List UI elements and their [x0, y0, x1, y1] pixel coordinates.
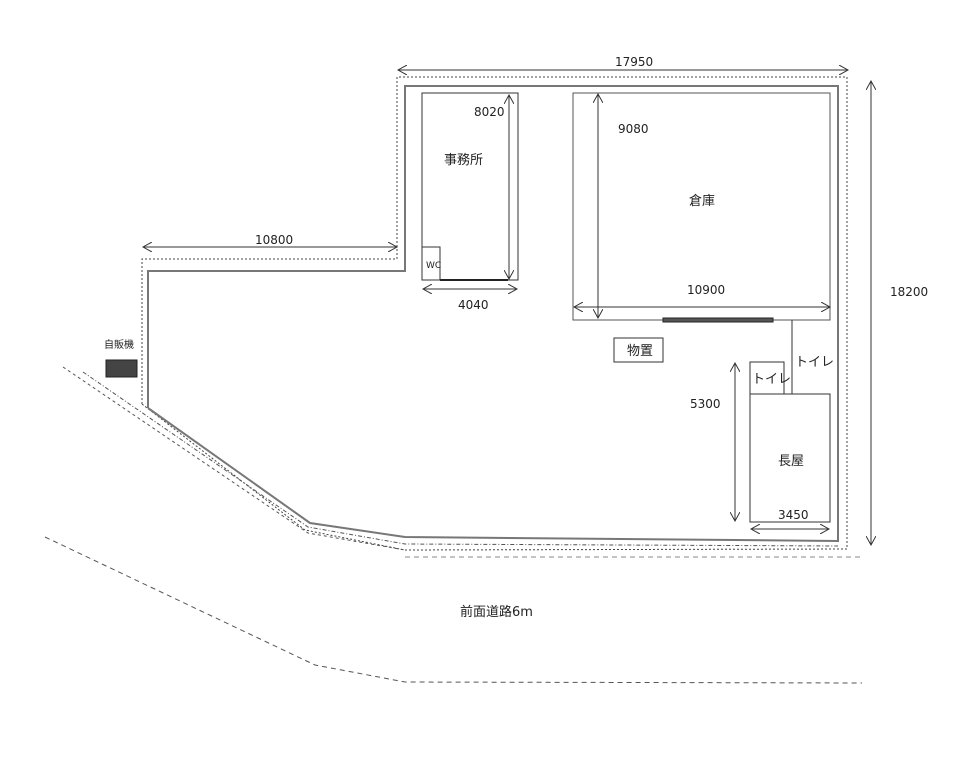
- total-depth-label: 18200: [890, 285, 928, 299]
- warehouse-depth-label: 9080: [618, 122, 649, 136]
- vending-machine-label: 自販機: [104, 338, 134, 351]
- office-wc: [421, 246, 441, 281]
- nagaya-label: 長屋: [778, 454, 804, 469]
- total-width-label: 17950: [615, 55, 653, 69]
- toilet-label-2: トイレ: [795, 355, 834, 370]
- boundary-line-diagonal-2: [62, 366, 406, 551]
- front-road-label: 前面道路6m: [460, 604, 533, 620]
- left-width-label: 10800: [255, 233, 293, 247]
- office-building: [421, 92, 519, 281]
- nagaya-depth-label: 5300: [690, 397, 721, 411]
- storage-shed: [613, 337, 664, 363]
- nagaya-width-label: 3450: [778, 508, 809, 522]
- office-width-label: 4040: [458, 298, 489, 312]
- toilet-label-1: トイレ: [752, 372, 791, 387]
- road-edge: [44, 536, 863, 684]
- warehouse-door: [662, 317, 774, 323]
- warehouse-width-label: 10900: [687, 283, 725, 297]
- wc-label: WC: [426, 261, 441, 271]
- vending-machine: [105, 359, 138, 378]
- office-depth-label: 8020: [474, 105, 505, 119]
- boundary-line-diagonal: [82, 371, 839, 547]
- site-boundary-outer: [141, 76, 848, 551]
- office-label: 事務所: [444, 153, 483, 168]
- storage-label: 物置: [627, 344, 653, 359]
- warehouse-label: 倉庫: [689, 194, 715, 209]
- site-wall: [147, 85, 839, 543]
- nagaya-building: [749, 393, 831, 523]
